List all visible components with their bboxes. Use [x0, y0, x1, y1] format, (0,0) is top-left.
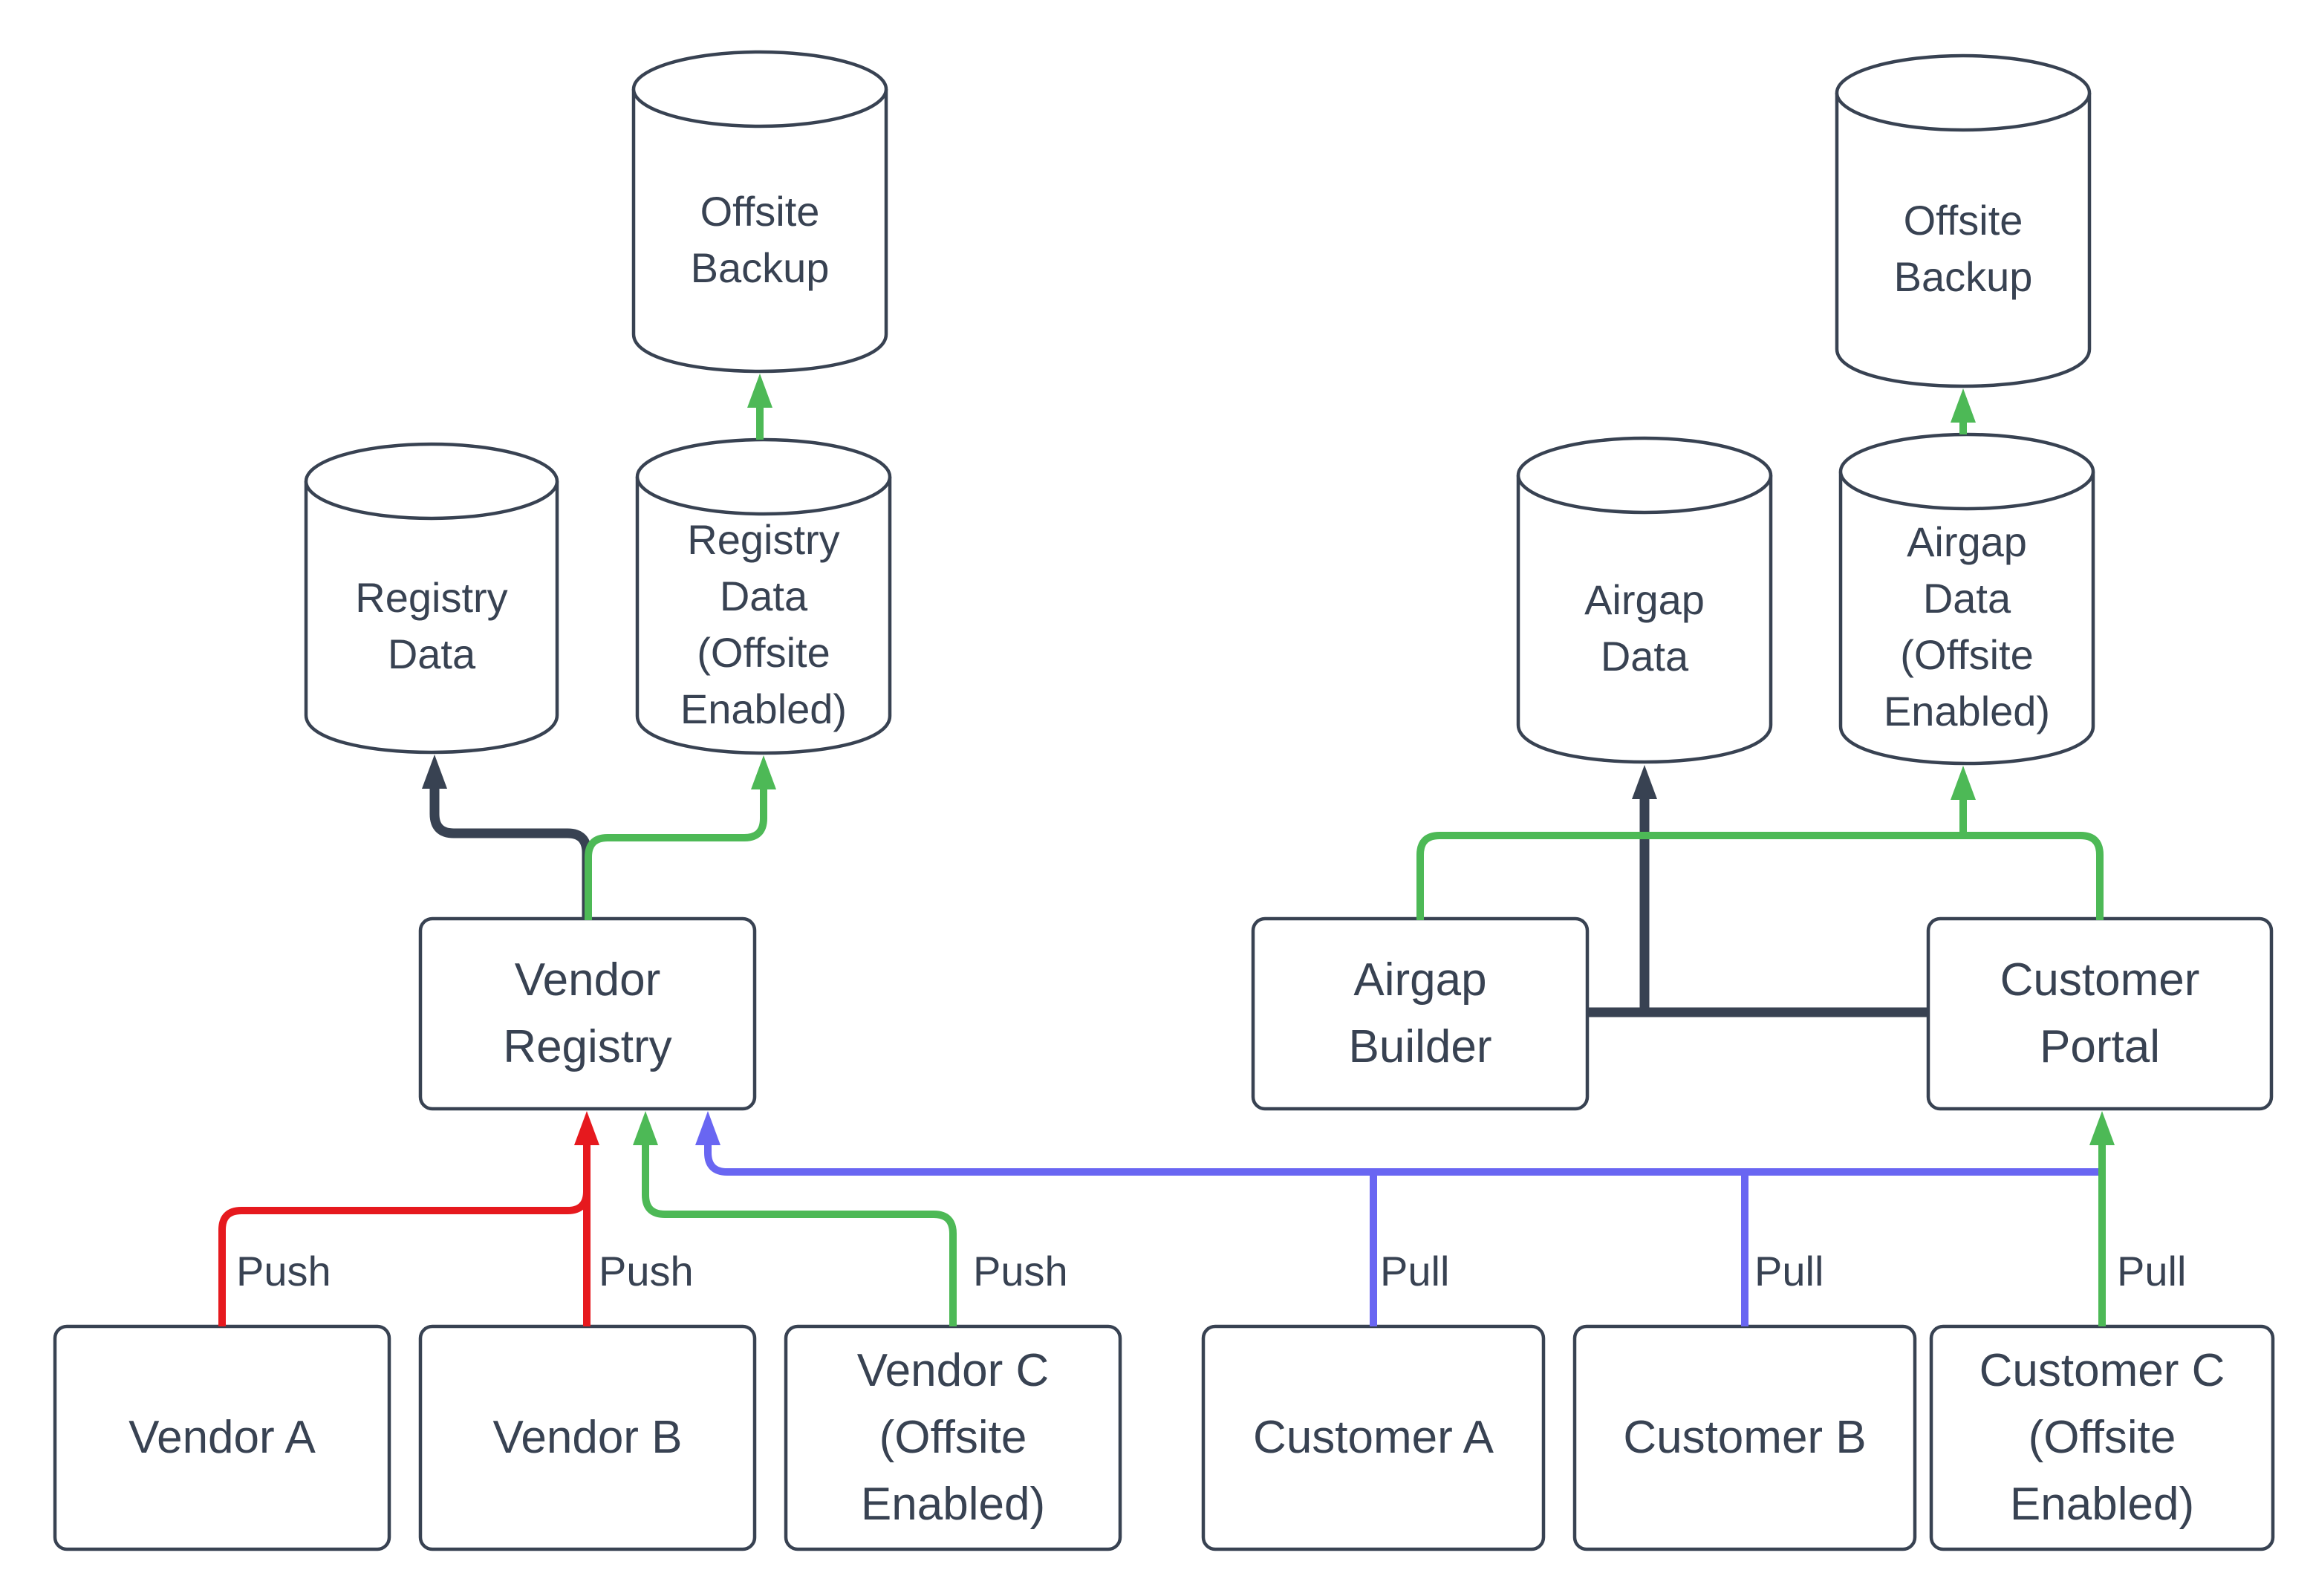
- edge-customer-c-to-portal: [2089, 1111, 2115, 1326]
- node-vendor-b: [418, 1324, 757, 1551]
- cylinder-offsite-backup-right: [1835, 53, 2092, 388]
- edge-vendor-c-to-registry: [633, 1111, 957, 1326]
- arrowhead-registry-offsite-to-backup: [747, 374, 772, 408]
- node-vendor-c: [784, 1324, 1122, 1551]
- arrowhead-vendor-b-to-registry: [574, 1111, 599, 1145]
- arrowhead-airgap-offsite-to-backup: [1951, 388, 1976, 423]
- arrowhead-registry-to-registry-data: [422, 755, 447, 789]
- node-customer-a: [1201, 1324, 1546, 1551]
- edge-to-airgap-data: [1632, 765, 1657, 1012]
- edge-builder-portal-link: [1416, 832, 2104, 920]
- edge-registry-to-registry-data: [422, 755, 592, 920]
- node-airgap-builder: [1251, 916, 1590, 1111]
- edge-registry-offsite-to-backup: [747, 374, 772, 440]
- node-vendor-a: [53, 1324, 391, 1551]
- edge-vendor-b-to-registry: [574, 1111, 599, 1326]
- arrowhead-customer-c-to-portal: [2089, 1111, 2115, 1145]
- node-customer-portal: [1926, 916, 2274, 1111]
- node-customer-c: [1929, 1324, 2275, 1551]
- arrowhead-vendor-c-to-registry: [633, 1111, 658, 1145]
- node-customer-b: [1572, 1324, 1917, 1551]
- arrowhead-registry-to-registry-data-offsite: [751, 755, 776, 789]
- node-vendor-registry: [418, 916, 757, 1111]
- cylinder-offsite-backup-left: [631, 50, 888, 374]
- cylinder-airgap-data-offsite: [1838, 432, 2095, 766]
- edge-link-to-airgap-offsite: [1951, 766, 1976, 836]
- cylinder-registry-data: [304, 442, 559, 755]
- edge-customers-to-registry: [695, 1111, 2104, 1176]
- cylinder-airgap-data: [1516, 436, 1773, 764]
- edge-registry-to-registry-data-offsite: [585, 755, 776, 920]
- arrowhead-customers-to-registry: [695, 1111, 720, 1145]
- arrowhead-link-to-airgap-offsite: [1951, 766, 1976, 800]
- edge-airgap-offsite-to-backup: [1951, 388, 1976, 434]
- cylinder-registry-data-offsite: [635, 437, 892, 755]
- arrowhead-to-airgap-data: [1632, 765, 1657, 799]
- edge-vendor-a-to-registry: [218, 1159, 591, 1326]
